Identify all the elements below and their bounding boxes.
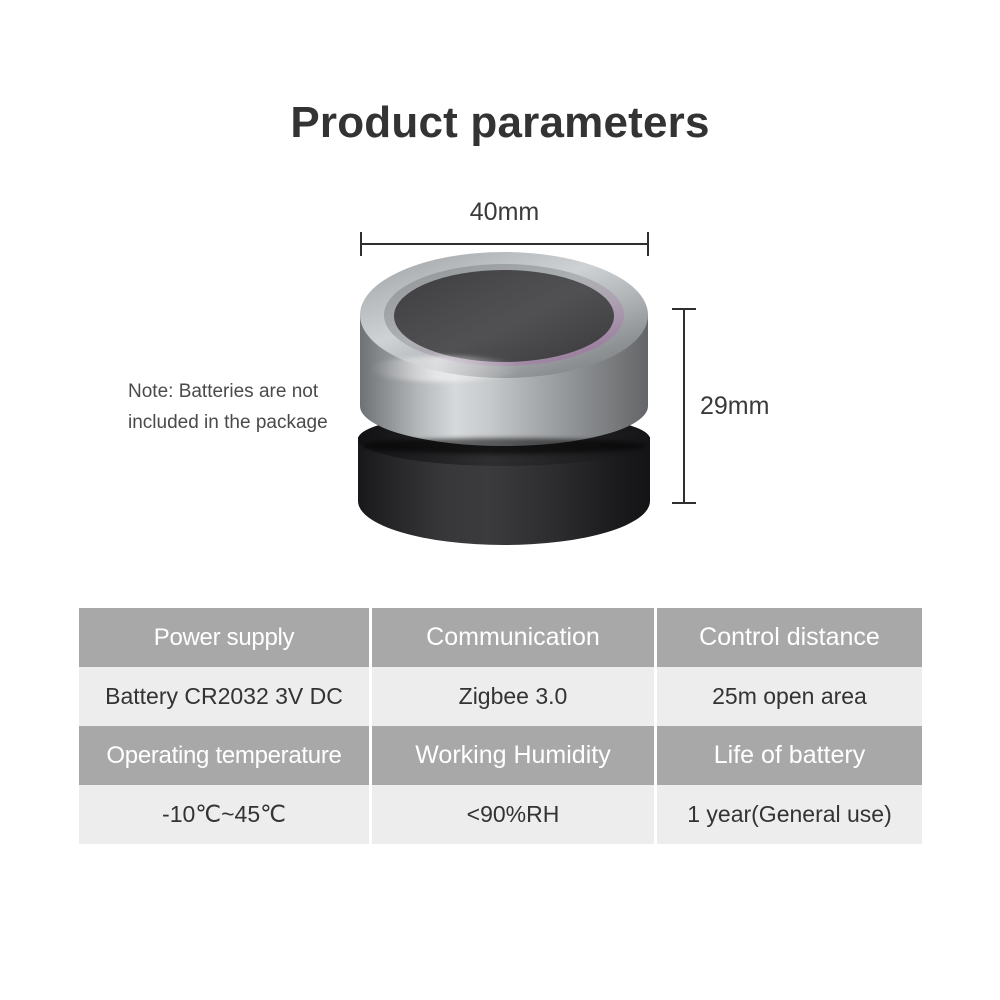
table-cell: <90%RH xyxy=(372,785,657,844)
table-cell: 25m open area xyxy=(657,667,922,726)
table-cell: 1 year(General use) xyxy=(657,785,922,844)
height-dimension-label: 29mm xyxy=(700,392,770,420)
page-title: Product parameters xyxy=(290,98,710,147)
table-cell: Control distance xyxy=(657,608,922,667)
dimension-tick-top xyxy=(672,308,696,310)
table-cell: -10℃~45℃ xyxy=(79,785,372,844)
width-dimension-label: 40mm xyxy=(469,198,540,226)
smart-knob-device-image xyxy=(358,252,650,545)
table-cell: Life of battery xyxy=(657,726,922,785)
battery-note: Note: Batteries are not included in the … xyxy=(128,381,328,433)
dimension-tick-right xyxy=(647,232,649,256)
device-rim-highlight xyxy=(370,356,520,382)
dimension-tick-left xyxy=(360,232,362,256)
table-cell: Power supply xyxy=(79,608,372,667)
table-cell: Battery CR2032 3V DC xyxy=(79,667,372,726)
device-top-face xyxy=(394,270,614,362)
device-seam-shadow xyxy=(362,438,646,454)
dimension-tick-bottom xyxy=(672,502,696,504)
table-cell: Operating temperature xyxy=(79,726,372,785)
table-cell: Communication xyxy=(372,608,657,667)
height-dimension-line xyxy=(672,308,696,504)
table-cell: Working Humidity xyxy=(372,726,657,785)
table-row: Operating temperature Working Humidity L… xyxy=(79,726,922,785)
dimension-rule xyxy=(683,308,685,504)
table-row: -10℃~45℃ <90%RH 1 year(General use) xyxy=(79,785,922,844)
table-row: Battery CR2032 3V DC Zigbee 3.0 25m open… xyxy=(79,667,922,726)
specification-table: Power supply Communication Control dista… xyxy=(79,608,922,844)
dimension-rule xyxy=(360,243,649,245)
width-dimension-line xyxy=(360,232,649,256)
table-row: Power supply Communication Control dista… xyxy=(79,608,922,667)
table-cell: Zigbee 3.0 xyxy=(372,667,657,726)
